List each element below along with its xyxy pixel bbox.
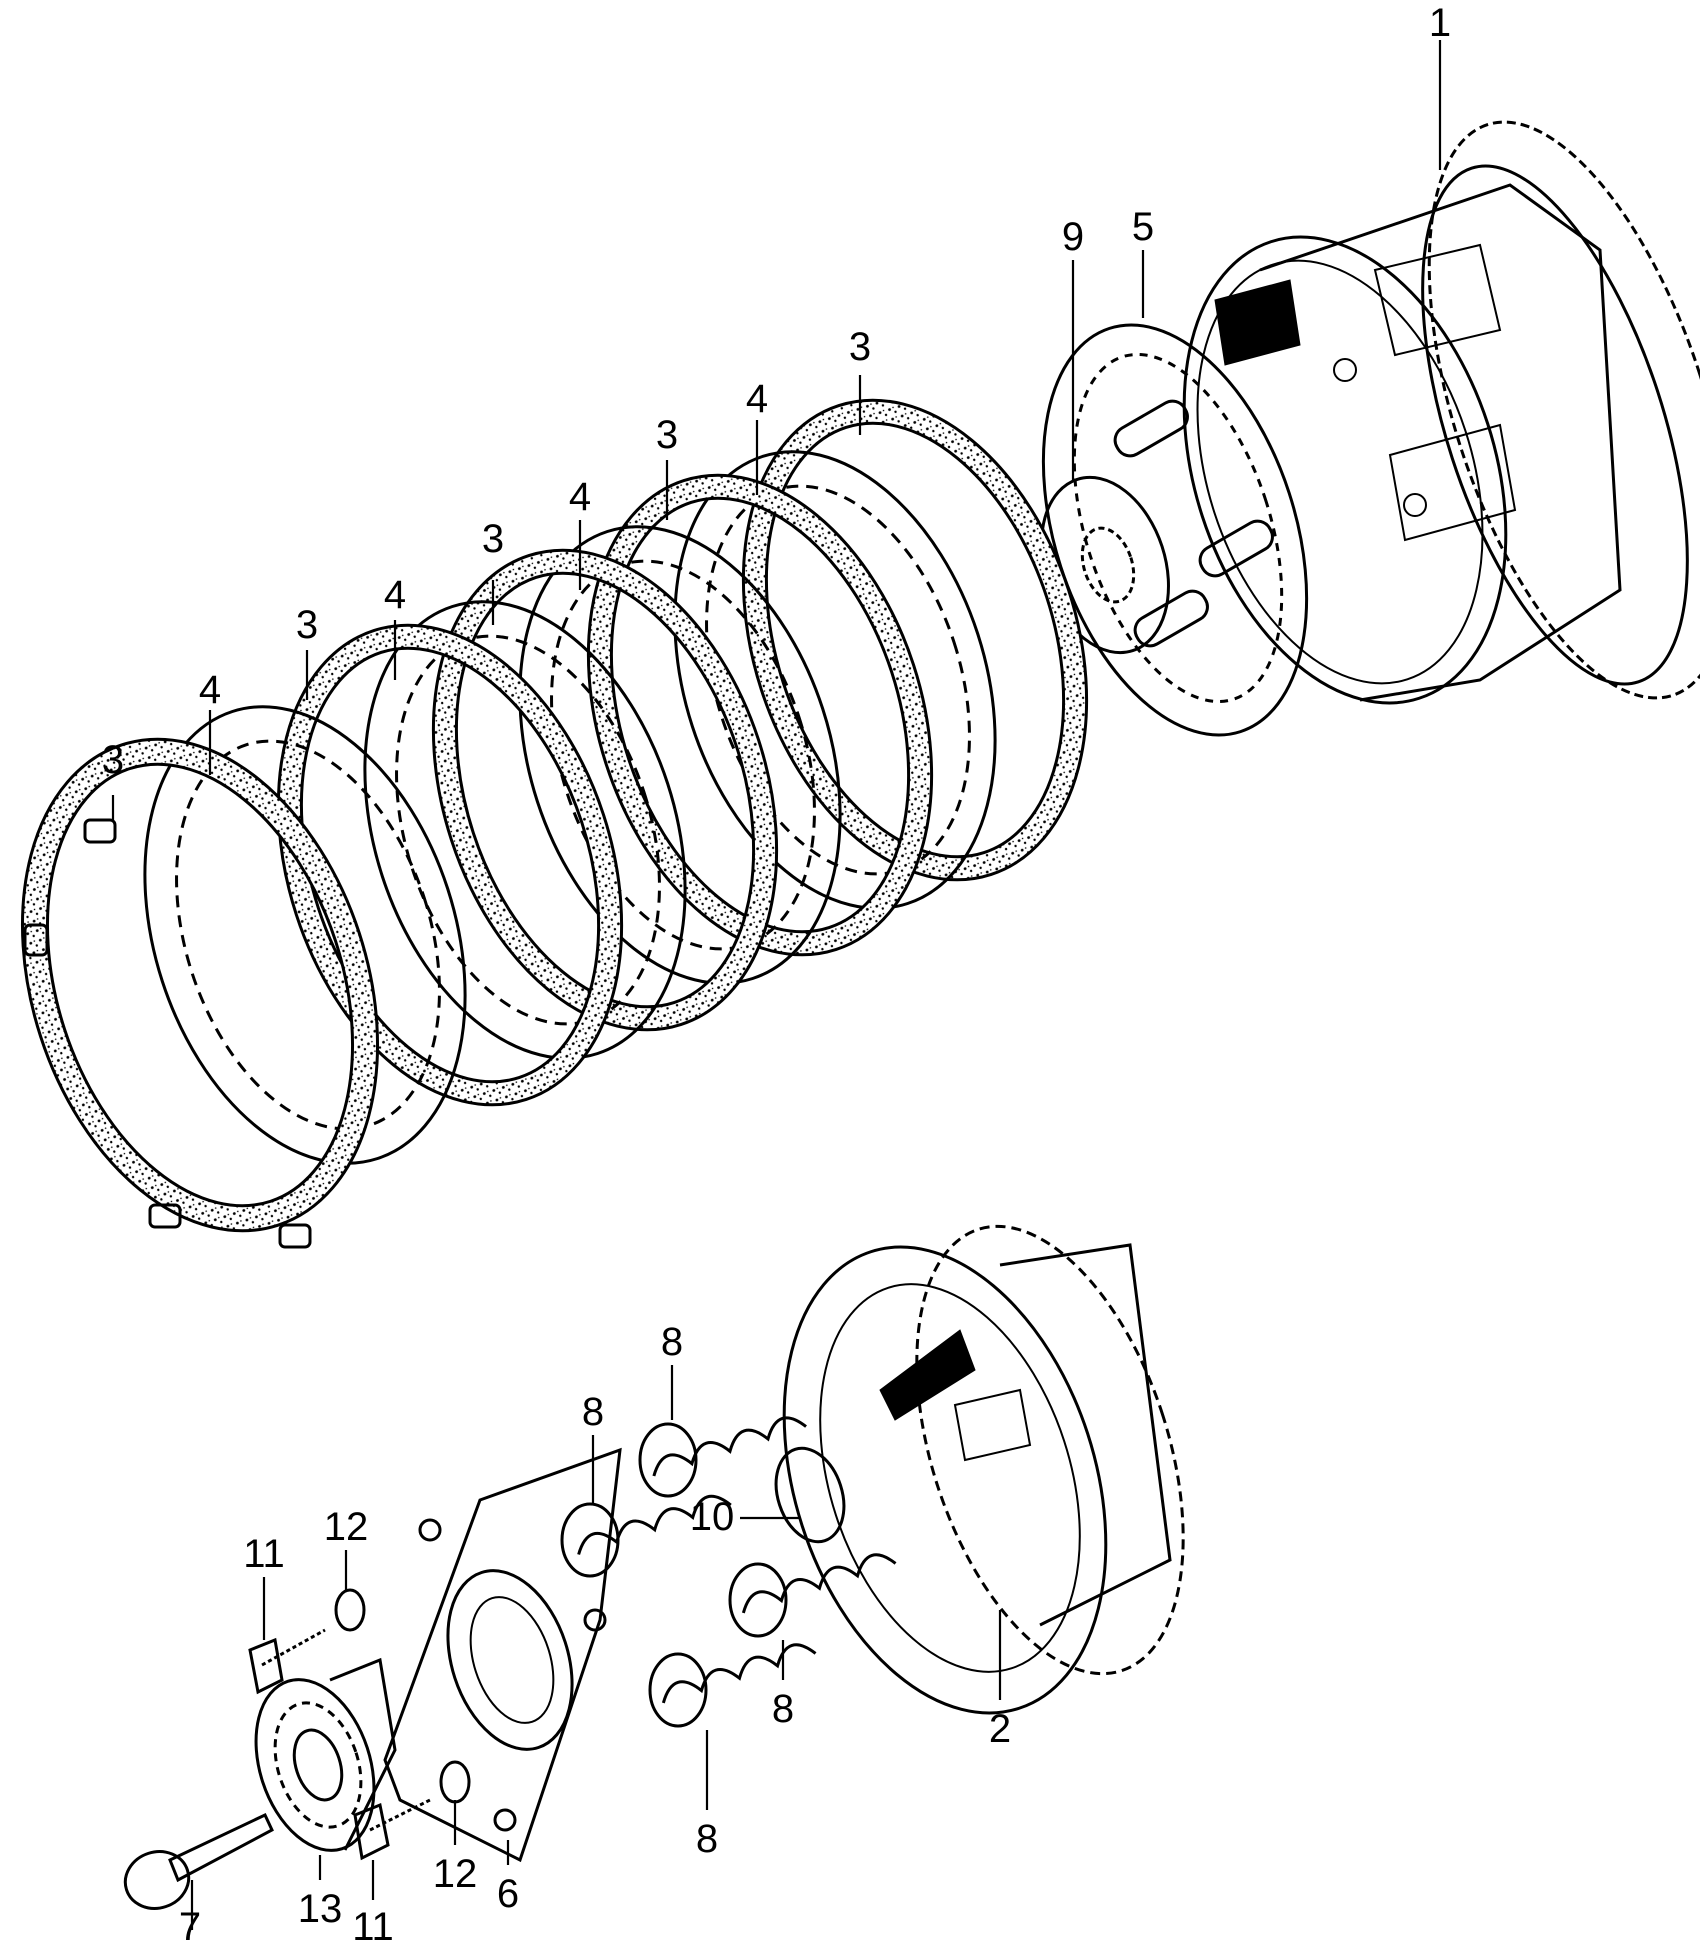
callout-11b: 11 [352, 1905, 394, 1949]
washer-upper [334, 1588, 366, 1632]
callout-2: 2 [989, 1707, 1011, 1751]
friction-disc-3a [20, 737, 380, 1249]
callout-10: 10 [690, 1495, 735, 1539]
washer-lower [439, 1760, 471, 1804]
circlip [774, 1446, 846, 1544]
callout-13: 13 [298, 1887, 343, 1931]
friction-disc-3e [741, 398, 1089, 882]
callout-8c: 8 [772, 1687, 794, 1731]
callout-12b: 12 [433, 1852, 478, 1896]
clutch-lifter-plate [383, 1447, 622, 1863]
callout-9: 9 [1062, 215, 1084, 259]
callout-8a: 8 [661, 1320, 683, 1364]
pressure-plate [1041, 323, 1309, 737]
callout-8d: 8 [696, 1817, 718, 1861]
callout-4c: 4 [569, 475, 591, 519]
clutch-spring-a [638, 1416, 807, 1498]
callout-1: 1 [1429, 1, 1451, 45]
leader-lines [111, 40, 1442, 1930]
callout-12a: 12 [324, 1505, 369, 1549]
callout-8b: 8 [582, 1390, 604, 1434]
clutch-center-hub [782, 1224, 1185, 1715]
callout-7: 7 [179, 1905, 201, 1949]
clutch-outer-housing [1182, 120, 1700, 705]
callout-5: 5 [1132, 205, 1154, 249]
clutch-spring-b [560, 1494, 732, 1578]
bolt-upper [248, 1628, 326, 1695]
callout-3c: 3 [482, 517, 504, 561]
friction-disc-3b [276, 623, 624, 1107]
clutch-spring-c [728, 1553, 897, 1638]
lifter-rod [123, 1812, 274, 1910]
callout-4b: 4 [384, 573, 406, 617]
callout-3d: 3 [656, 413, 678, 457]
callout-3b: 3 [296, 603, 318, 647]
clutch-spring-d [648, 1643, 817, 1728]
callout-4a: 4 [199, 668, 221, 712]
lifter-bearing [254, 1657, 397, 1852]
clutch-plate-4a [143, 705, 467, 1165]
callout-3e: 3 [849, 325, 871, 369]
callout-6: 6 [497, 1872, 519, 1916]
callout-labels: 1 2 3 3 3 3 3 4 4 4 4 5 6 7 8 8 8 8 9 10… [102, 1, 1451, 1949]
friction-disc-3c [431, 548, 779, 1032]
callout-3a: 3 [102, 738, 124, 782]
callout-11a: 11 [243, 1532, 285, 1576]
callout-4d: 4 [746, 377, 768, 421]
friction-disc-3d [586, 473, 934, 957]
